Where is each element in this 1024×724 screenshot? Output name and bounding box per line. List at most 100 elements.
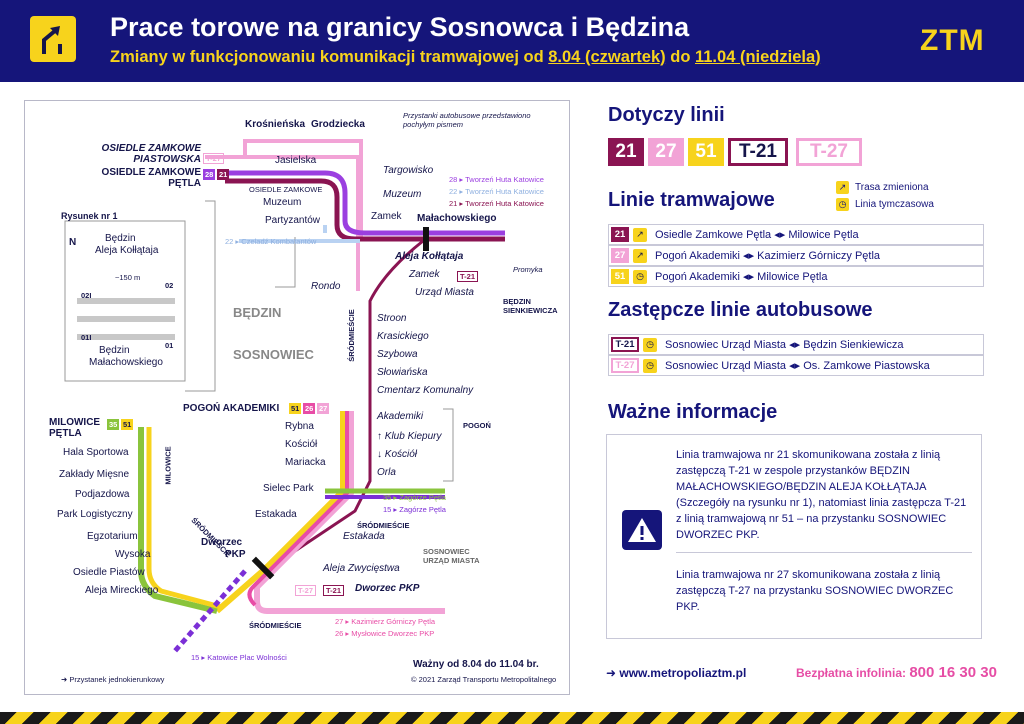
stop-dworzec: Dworzec <box>201 537 243 548</box>
inset-p1: 02I <box>81 291 92 300</box>
hotline: Bezpłatna infolinia: 800 16 30 30 <box>796 664 997 681</box>
map-badge-28: 28 <box>203 169 216 180</box>
map-badge-51-pogon: 51 <box>289 403 302 414</box>
clock-icon: ◷ <box>643 358 657 373</box>
stop-egzotarium: Egzotarium <box>87 531 138 542</box>
stop-kosciol: Kościół <box>285 439 318 450</box>
stop-rybna: Rybna <box>285 421 314 432</box>
valid-period: Ważny od 8.04 do 11.04 br. <box>413 659 539 670</box>
stop-mariacka: Mariacka <box>285 457 326 468</box>
dir-26: 26 ▸ Mysłowice Dworzec PKP <box>335 629 435 638</box>
bus-stop-aleja-zwyciestwa: Aleja Zwycięstwa <box>323 563 400 574</box>
badge-27: 27 <box>648 138 684 166</box>
inset-top-2: Aleja Kołłątaja <box>95 245 159 256</box>
bus-stop-orla: Orla <box>377 467 396 478</box>
bus-stop-szybowa: Szybowa <box>377 349 418 360</box>
inset-bot-2: Małachowskiego <box>89 357 163 368</box>
inset-distance: ~150 m <box>115 273 141 282</box>
bus-stop-zamek: Zamek <box>409 269 440 280</box>
map-badge-26-pogon: 26 <box>303 403 316 414</box>
stop-osiedle-zamkowe-petla: OSIEDLE ZAMKOWE PĘTLA <box>101 167 201 189</box>
info-box <box>606 434 982 639</box>
stop-hala-sportowa: Hala Sportowa <box>63 447 129 458</box>
bus-stop-bedzin-sienkiewicza: BĘDZIN SIENKIEWICZA <box>503 297 558 315</box>
stop-park-logistyczny: Park Logistyczny <box>57 509 133 520</box>
page-title: Prace torowe na granicy Sosnowca i Będzi… <box>110 12 690 42</box>
map-badge-t21: T-21 <box>457 271 479 282</box>
info-text-1: Linia tramwajowa nr 21 skomunikowana zos… <box>676 449 967 541</box>
stop-partyzantow: Partyzantów <box>265 215 321 226</box>
district-bedzin: BĘDZIN <box>233 305 282 320</box>
map-badge-27-pogon: 27 <box>317 403 330 414</box>
stop-jasielska: Jasielska <box>275 155 317 166</box>
route-map: Krośnieńska Grodziecka Przystanki autobu… <box>24 100 570 695</box>
clock-icon: ◷ <box>836 198 849 211</box>
district-srodmiescie-2: ŚRÓDMIEŚCIE <box>357 521 410 530</box>
tram-row-51: 51◷Pogoń Akademiki ◂▸ Milowice Pętla <box>608 266 984 287</box>
bus-stop-klub-kiepury: ↑ Klub Kiepury <box>377 431 442 442</box>
stop-pogon-akademiki: POGOŃ AKADEMIKI <box>183 403 280 414</box>
lines-title: Dotyczy linii <box>608 104 725 126</box>
route-change-icon: ↗ <box>633 248 647 263</box>
clock-icon: ◷ <box>633 269 647 284</box>
website-link[interactable]: ➜ www.metropoliaztm.pl <box>606 666 747 680</box>
route-map-lines <box>64 139 505 653</box>
route-change-icon <box>30 16 76 62</box>
inset-bot-1: Będzin <box>99 345 130 356</box>
copyright: © 2021 Zarząd Transportu Metropolitalneg… <box>411 675 557 684</box>
info-divider <box>676 552 972 553</box>
bus-title: Zastępcze linie autobusowe <box>608 299 873 321</box>
map-badge-21: 21 <box>217 169 230 180</box>
bus-stop-aleja-kollataja: Aleja Kołłątaja <box>395 251 464 262</box>
hazard-stripe <box>0 712 1024 724</box>
map-badge-51: 51 <box>121 419 134 430</box>
district-srodmiescie-1: ŚRÓDMIEŚCIE <box>346 309 356 362</box>
info-text-2: Linia tramwajowa nr 27 skomunikowana zos… <box>676 569 954 613</box>
bus-stop-dworzec-pkp: Dworzec PKP <box>355 583 420 594</box>
bus-stop-rondo: Rondo <box>311 281 341 292</box>
bus-stop-cmentarz: Cmentarz Komunalny <box>377 385 474 396</box>
stop-osiedle-piastow: Osiedle Piastów <box>73 567 145 578</box>
stop-muzeum: Muzeum <box>263 197 302 208</box>
dir-22: 22 ▸ Tworzeń Huta Katowice <box>449 187 544 196</box>
stop-aleja-mireckiego: Aleja Mireckiego <box>85 585 159 596</box>
inset-label: Rysunek nr 1 <box>61 211 118 221</box>
stop-estakada: Estakada <box>255 509 297 520</box>
badge-21: 21 <box>608 138 644 166</box>
district-milowice: MILOWICE <box>163 446 173 485</box>
inset-p2: 02 <box>165 281 174 290</box>
dir-15b: 15 ▸ Katowice Plac Wolności <box>191 653 287 662</box>
bus-stop-sosnowiec-urzad: SOSNOWIEC URZĄD MIASTA <box>423 547 480 565</box>
dir-35: 35 ▸ Zagórze Pętla <box>383 493 446 502</box>
bus-row-t21: T-21◷Sosnowiec Urząd Miasta ◂▸ Będzin Si… <box>608 334 984 355</box>
legend-temp: ◷Linia tymczasowa <box>836 198 934 211</box>
district-srodmiescie-4: ŚRÓDMIEŚCIE <box>249 621 302 630</box>
stop-sielec-park: Sielec Park <box>263 483 314 494</box>
legend-changed: ↗Trasa zmieniona <box>836 181 929 194</box>
stop-zaklady-miesne: Zakłady Mięsne <box>59 469 130 480</box>
bus-stop-kosciol: ↓ Kościół <box>377 449 418 460</box>
bus-stop-estakada: Estakada <box>343 531 385 542</box>
stop-pkp: PKP <box>225 549 246 560</box>
stop-krosnienska: Krośnieńska <box>245 119 306 130</box>
stop-malachowskiego: Małachowskiego <box>417 213 497 224</box>
bus-stop-stroon: Stroon <box>377 313 407 324</box>
page-subtitle: Zmiany w funkcjonowaniu komunikacji tram… <box>110 48 821 66</box>
stop-wysoka: Wysoka <box>115 549 151 560</box>
stop-podjazdowa: Podjazdowa <box>75 489 130 500</box>
stop-zamek: Zamek <box>371 211 402 222</box>
bus-stop-urzad-miasta: Urząd Miasta <box>415 287 474 298</box>
district-sosnowiec: SOSNOWIEC <box>233 347 314 362</box>
tram-title: Linie tramwajowe <box>608 189 775 211</box>
legend-oneway: ➜ Przystanek jednokierunkowy <box>61 675 165 684</box>
bus-stop-slowianska: Słowiańska <box>377 367 428 378</box>
route-change-icon: ↗ <box>633 227 647 242</box>
map-badge-t27-top: T-27 <box>203 153 225 164</box>
tram-row-27: 27↗Pogoń Akademiki ◂▸ Kazimierz Górniczy… <box>608 245 984 266</box>
map-badge-t21-pkp: T-21 <box>323 585 345 596</box>
header-bar: Prace torowe na granicy Sosnowca i Będzi… <box>0 0 1024 82</box>
district-pogon: POGOŃ <box>463 421 491 430</box>
inset-north: N <box>69 237 77 248</box>
bus-row-t27: T-27◷Sosnowiec Urząd Miasta ◂▸ Os. Zamko… <box>608 355 984 376</box>
map-badge-t27-pkp: T-27 <box>295 585 317 596</box>
